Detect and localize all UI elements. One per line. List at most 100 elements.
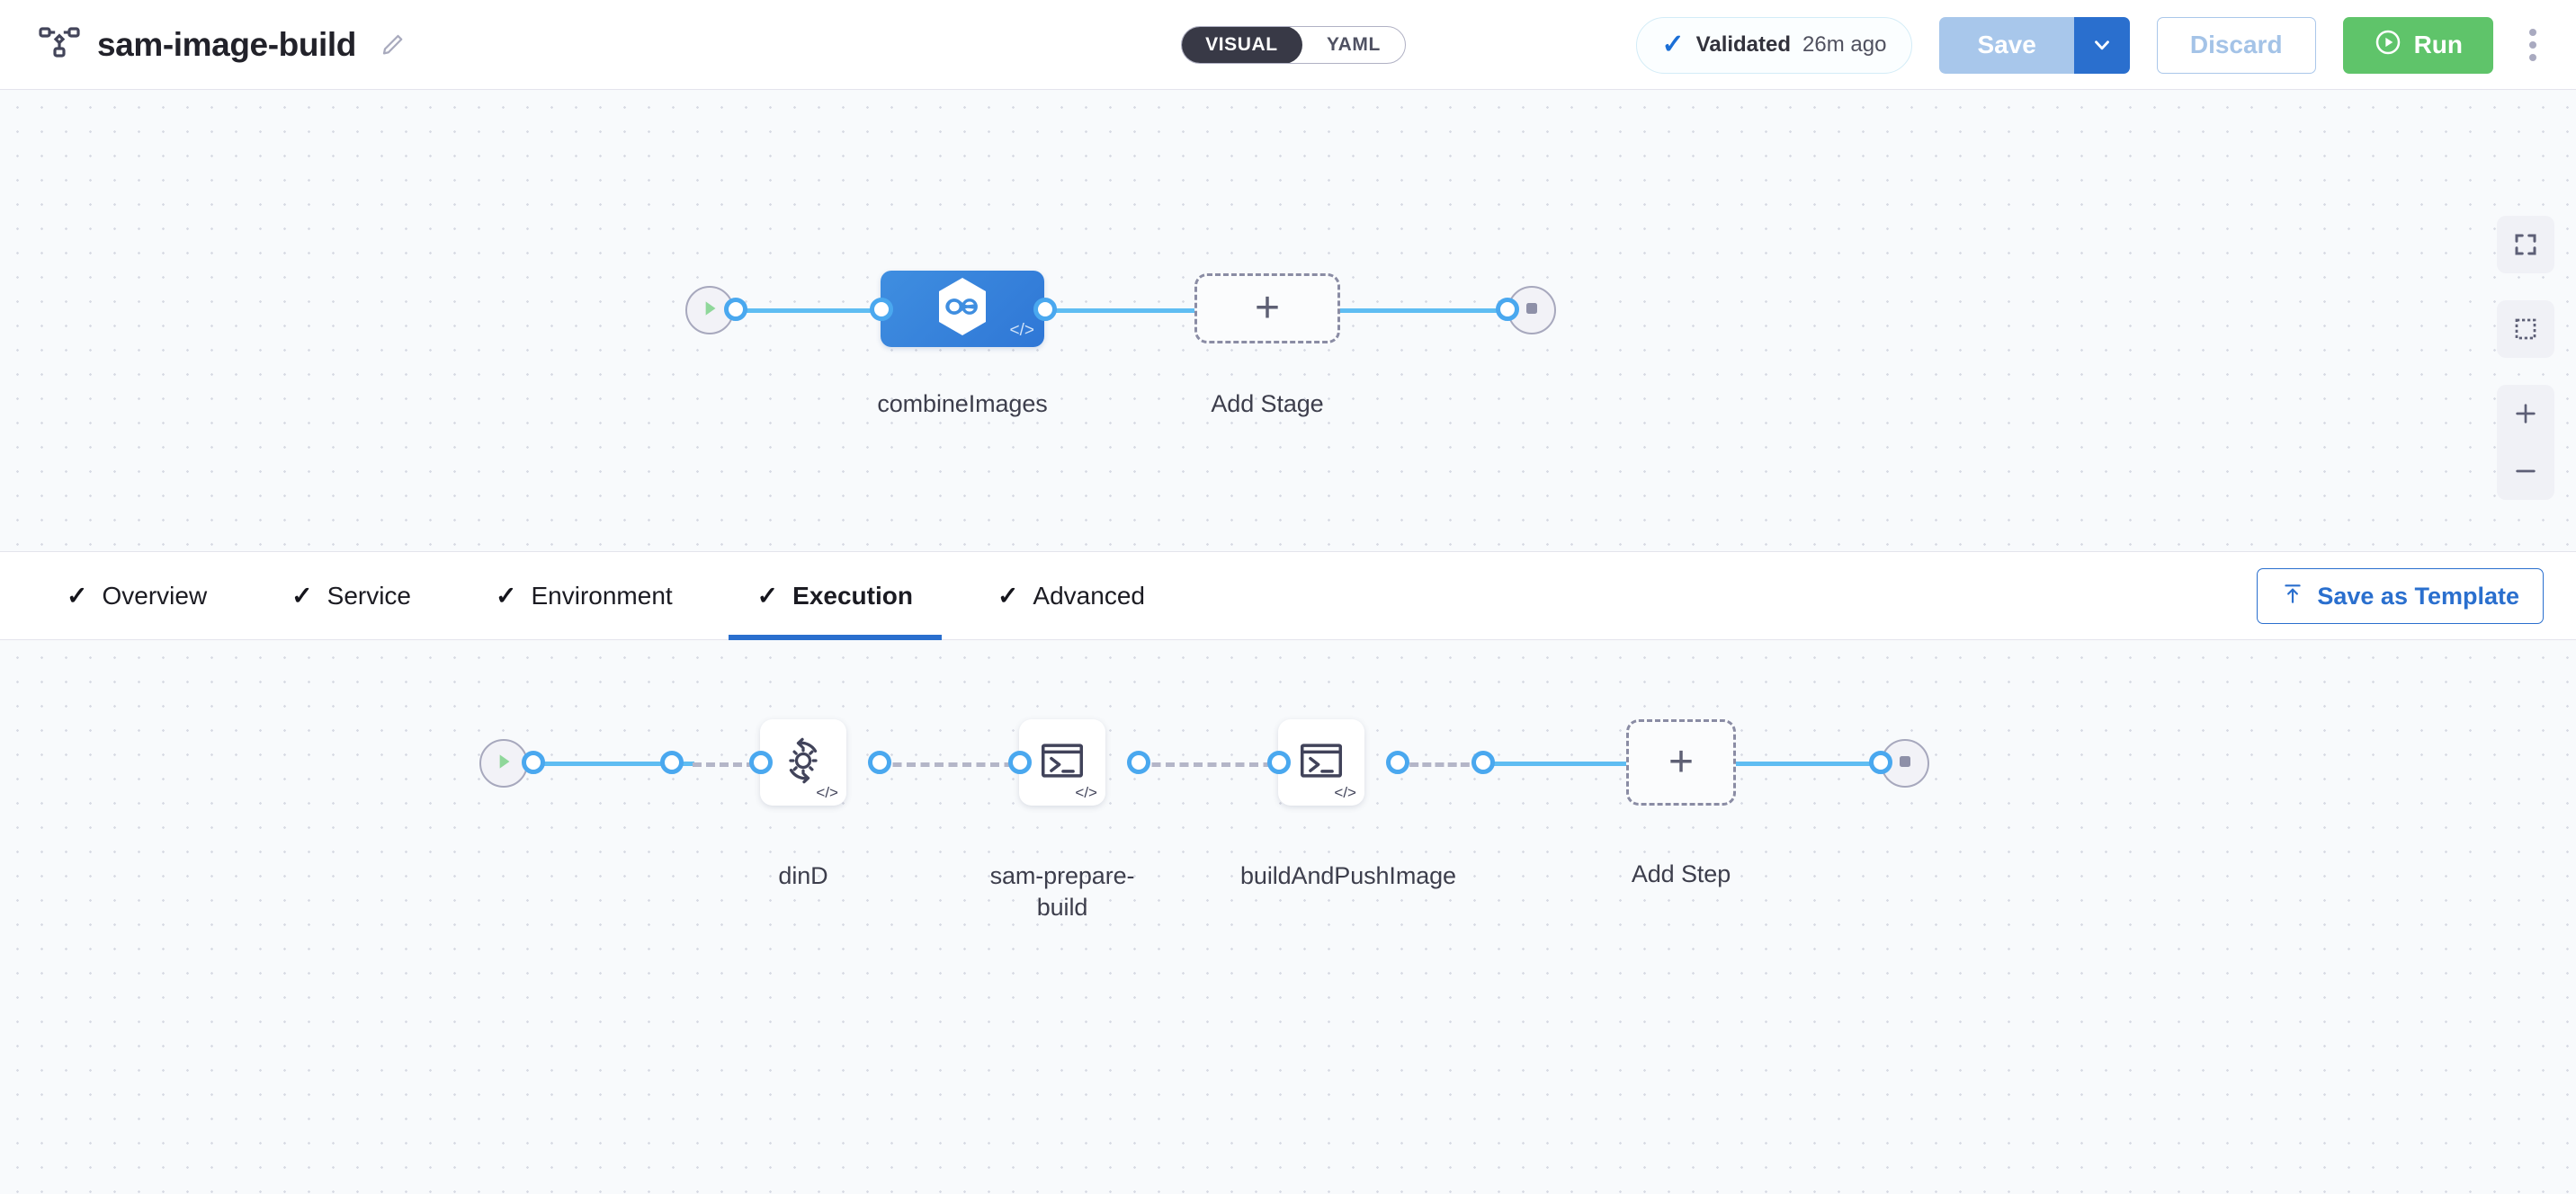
terminal-icon	[1295, 735, 1347, 791]
connector-dot	[1386, 751, 1409, 774]
connector-addstage-to-end	[1340, 308, 1507, 313]
connector-dot	[1471, 751, 1495, 774]
connector-stage-to-addstage	[1042, 308, 1194, 313]
connector-dot	[870, 298, 893, 321]
tab-overview[interactable]: ✓ Overview	[38, 551, 236, 640]
upload-template-icon	[2281, 582, 2304, 611]
code-icon: </>	[1009, 321, 1034, 340]
code-icon: </>	[816, 784, 838, 801]
header-left-group: sam-image-build	[0, 23, 407, 67]
canvas-controls[interactable]	[2497, 216, 2554, 500]
connector-dot	[749, 751, 773, 774]
connector-dot	[724, 298, 747, 321]
harness-infinity-icon	[935, 276, 990, 342]
step-node-buildandpushimage[interactable]: </>	[1278, 719, 1364, 806]
play-triangle-icon	[492, 750, 515, 778]
check-icon: ✓	[67, 582, 88, 610]
connector-dot	[522, 751, 545, 774]
kebab-dot	[2529, 29, 2536, 36]
stage-node-combineimages[interactable]: </>	[881, 271, 1044, 347]
zoom-in-button[interactable]	[2497, 385, 2554, 442]
status-badge: ✓ Validated 26m ago	[1635, 16, 1913, 74]
connector-start-to-stage	[730, 308, 883, 313]
connector-dot	[660, 751, 684, 774]
add-stage-label: Add Stage	[1211, 390, 1324, 417]
add-stage-button[interactable]: +	[1194, 273, 1340, 343]
terminal-icon	[1036, 735, 1088, 791]
connector-dot	[1267, 751, 1291, 774]
fit-screen-icon[interactable]	[2497, 216, 2554, 273]
save-as-template-button[interactable]: Save as Template	[2257, 568, 2544, 624]
check-icon: ✓	[1661, 30, 1685, 59]
tab-environment[interactable]: ✓ Environment	[467, 551, 702, 640]
gear-rotate-icon	[777, 735, 829, 791]
validated-time: 26m ago	[1802, 32, 1887, 57]
pencil-icon[interactable]	[356, 31, 407, 58]
kebab-dot	[2529, 41, 2536, 49]
plus-icon: +	[1668, 738, 1695, 786]
step-label-buildandpushimage: buildAndPushImage	[1240, 862, 1456, 889]
execution-start-node[interactable]	[479, 739, 528, 788]
tab-label: Service	[326, 581, 412, 610]
kebab-dot	[2529, 54, 2536, 61]
add-step-label: Add Step	[1631, 860, 1731, 887]
tab-list: ✓ Overview ✓ Service ✓ Environment ✓ Exe…	[0, 551, 1174, 640]
connector-dot	[1869, 751, 1892, 774]
discard-button[interactable]: Discard	[2156, 16, 2316, 74]
play-triangle-icon	[698, 297, 721, 325]
check-icon: ✓	[496, 582, 517, 610]
step-node-sam-prepare-build[interactable]: </>	[1019, 719, 1105, 806]
mode-option-yaml[interactable]: YAML	[1326, 34, 1381, 55]
pipeline-nodes-icon	[38, 23, 81, 67]
stop-square-icon	[1894, 751, 1916, 777]
code-icon: </>	[1334, 784, 1356, 801]
tab-service[interactable]: ✓ Service	[263, 551, 440, 640]
page-title: sam-image-build	[97, 25, 356, 63]
check-icon: ✓	[997, 582, 1019, 610]
tab-advanced[interactable]: ✓ Advanced	[969, 551, 1174, 640]
more-vertical-icon[interactable]	[2522, 22, 2544, 68]
step-label-dind: dinD	[778, 862, 828, 889]
run-label: Run	[2413, 31, 2463, 58]
plus-icon: +	[1254, 284, 1281, 332]
view-mode-toggle[interactable]: VISUAL YAML	[1181, 26, 1406, 64]
check-icon: ✓	[291, 582, 313, 610]
save-as-template-label: Save as Template	[2317, 582, 2519, 610]
save-button[interactable]: Save	[1939, 16, 2074, 74]
connector-start-to-group	[532, 762, 694, 766]
add-step-button[interactable]: +	[1626, 719, 1736, 806]
stage-label-combineimages: combineImages	[877, 390, 1048, 417]
connector-dot	[1008, 751, 1032, 774]
tab-label: Environment	[531, 581, 673, 610]
connector-group-to-addstep	[1482, 762, 1626, 766]
run-button[interactable]: Run	[2342, 16, 2493, 74]
connector-prepare-to-build	[1138, 762, 1286, 767]
connector-build-to-group-exit	[1397, 762, 1482, 767]
step-label-sam-prepare-build: sam-prepare-build	[989, 862, 1135, 921]
connector-dot	[1496, 298, 1519, 321]
connector-dot	[868, 751, 891, 774]
connector-dot	[1127, 751, 1150, 774]
execution-steps-canvas[interactable]: Execution Rollback k8s-step-group	[0, 640, 2576, 1194]
zoom-out-button[interactable]	[2497, 442, 2554, 500]
dashed-square-icon[interactable]	[2497, 300, 2554, 358]
tab-label: Execution	[792, 581, 913, 610]
tab-label: Advanced	[1033, 581, 1145, 610]
tab-label: Overview	[102, 581, 208, 610]
code-icon: </>	[1075, 784, 1097, 801]
save-split-button[interactable]: Save	[1939, 16, 2130, 74]
check-icon: ✓	[756, 582, 779, 610]
stage-config-tab-bar: ✓ Overview ✓ Service ✓ Environment ✓ Exe…	[0, 551, 2576, 640]
app-header: sam-image-build VISUAL YAML ✓ Validated …	[0, 0, 2576, 90]
tab-execution[interactable]: ✓ Execution	[728, 551, 943, 640]
mode-option-visual[interactable]: VISUAL	[1182, 27, 1302, 63]
connector-group-entry	[693, 762, 756, 767]
connector-dot	[1033, 298, 1057, 321]
chevron-down-icon[interactable]	[2073, 16, 2130, 74]
zoom-controls-group[interactable]	[2497, 385, 2554, 500]
stop-square-icon	[1521, 298, 1543, 324]
step-node-dind[interactable]: </>	[760, 719, 846, 806]
stage-canvas[interactable]: </> combineImages + Add Stage	[0, 90, 2576, 551]
connector-dind-to-prepare	[879, 762, 1027, 767]
connector-addstep-to-end	[1736, 762, 1880, 766]
